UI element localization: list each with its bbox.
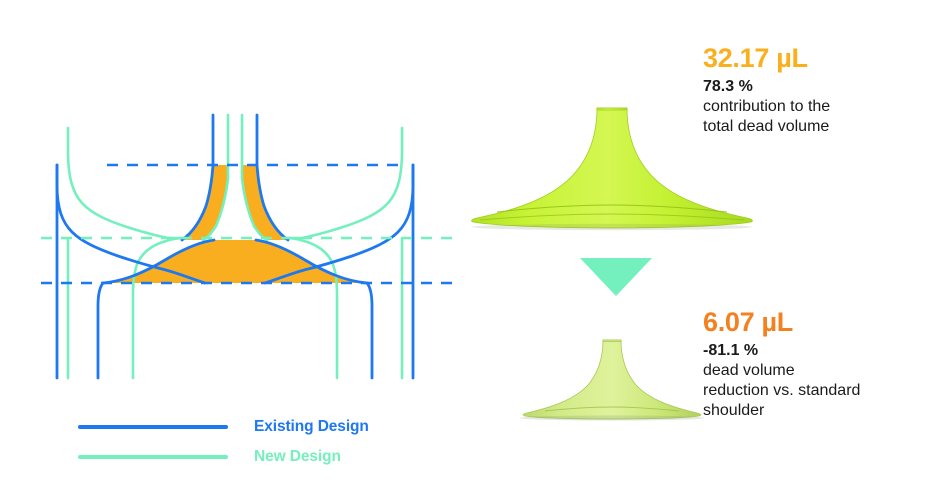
small-funnel-neck-top (602, 339, 622, 342)
existing-design-shoulder-left (101, 238, 216, 285)
small-funnel-body (522, 339, 702, 420)
existing-design-shoulder-right (254, 238, 369, 285)
stat-headline-existing: 32.17 µL (703, 43, 808, 73)
large-funnel-shadow (472, 223, 752, 231)
down-arrow-icon (580, 258, 652, 296)
cross-section-diagram (41, 113, 452, 380)
existing-design-wall-right (365, 281, 374, 380)
dead-volume-region-main (103, 240, 367, 283)
legend-item-new-design: New Design (78, 442, 398, 472)
stat-headline-new: 6.07 µL (703, 307, 794, 337)
small-funnel-shadow (520, 415, 704, 421)
existing-design-neck-left (180, 113, 215, 242)
stat-description-new-line-1: dead volume (703, 362, 795, 380)
dead-volume-region-right-neck (242, 165, 288, 240)
large-funnel-body (471, 107, 753, 229)
stat-description-existing-line-1: contribution to the (703, 98, 831, 116)
legend-label-existing-design: Existing Design (254, 418, 369, 435)
large-funnel-contour-line-lower (479, 213, 745, 221)
new-design-outer-right (282, 126, 404, 240)
legend-label-new-design: New Design (254, 448, 341, 465)
legend: Existing Design New Design (78, 412, 398, 472)
small-funnel-volume-icon (520, 339, 704, 421)
existing-design-outer-left (55, 163, 207, 285)
down-arrow-triangle (580, 258, 652, 296)
stat-description-existing: contribution to the total dead volume (703, 97, 930, 137)
new-design-inner-left (131, 236, 188, 380)
stat-description-existing-line-2: total dead volume (703, 118, 830, 136)
stat-percent-new: -81.1 % (703, 342, 759, 360)
legend-item-existing-design: Existing Design (78, 412, 398, 442)
existing-design-outer-right (263, 163, 415, 285)
large-funnel-neck-top (596, 107, 628, 111)
new-design-outer-left (66, 126, 188, 240)
stat-block-existing-dead-volume: 32.17 µL 78.3 % contribution to the tota… (703, 43, 930, 137)
small-funnel-contour-line (544, 406, 680, 412)
stat-block-new-dead-volume: 6.07 µL -81.1 % dead volume reduction vs… (703, 307, 930, 422)
large-funnel-contour-line-upper (496, 204, 728, 213)
dead-volume-region-left-neck (182, 165, 228, 240)
existing-design-wall-left (96, 281, 105, 380)
stat-percent-existing: 78.3 % (703, 78, 753, 96)
legend-swatch-new-design (78, 455, 228, 459)
stat-description-new-line-2: reduction vs. standard (703, 382, 861, 400)
existing-design-neck-right (255, 113, 290, 242)
stat-description-new: dead volume reduction vs. standard shoul… (703, 361, 930, 421)
legend-swatch-existing-design (78, 425, 228, 429)
large-funnel-volume-icon (471, 107, 753, 231)
stat-description-new-line-3: shoulder (703, 402, 765, 420)
